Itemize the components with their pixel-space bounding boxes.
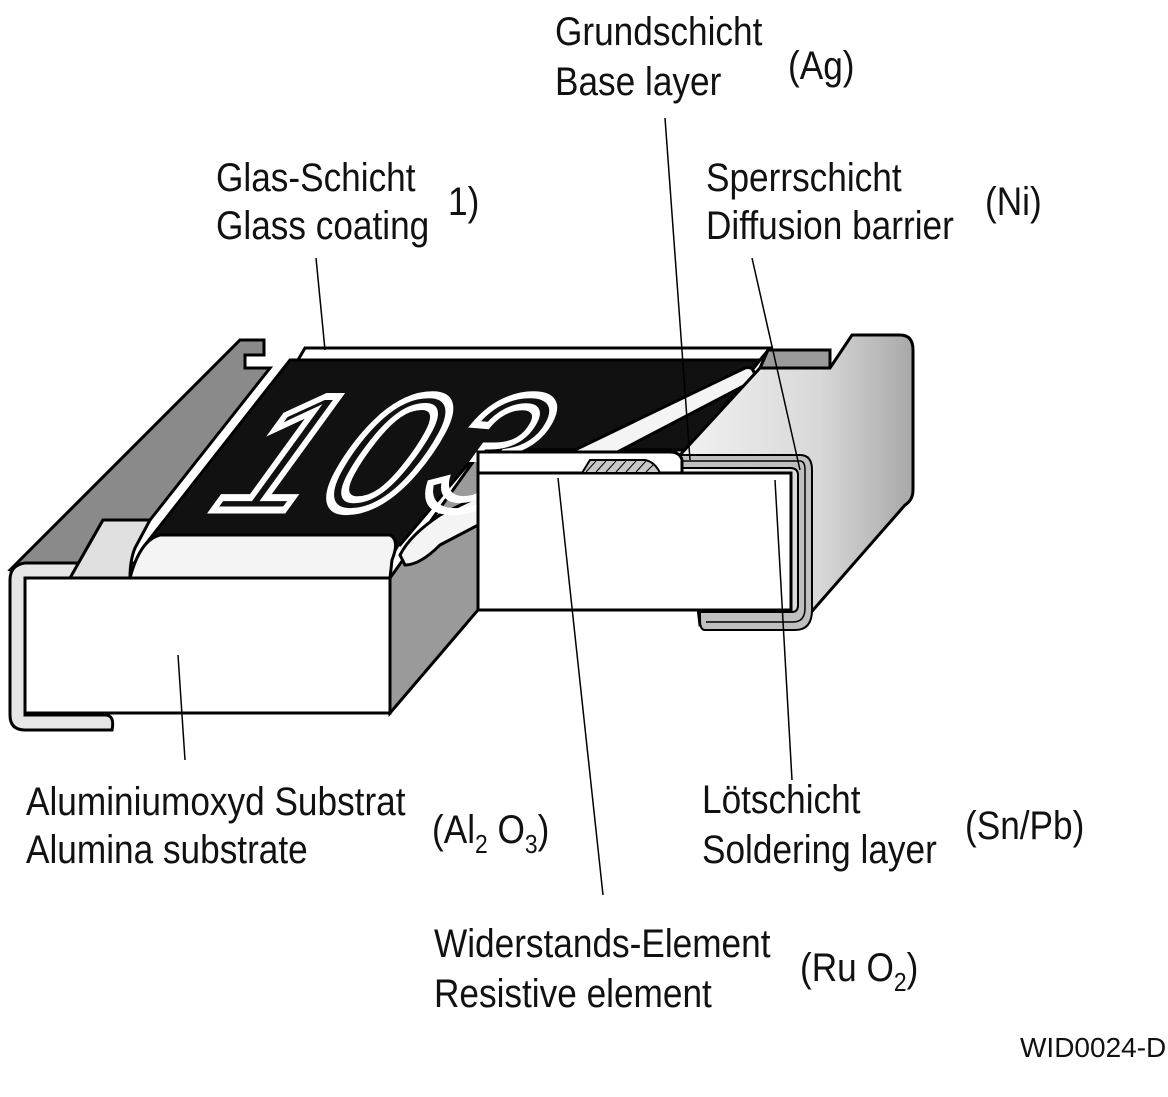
- leader-soldering-layer: [774, 479, 793, 781]
- figure-code: WID0024-D: [1020, 1032, 1167, 1063]
- base-layer-label-de: Grundschicht: [555, 10, 763, 54]
- diffusion-barrier-material: (Ni): [985, 180, 1042, 224]
- leader-glass-coating: [315, 257, 326, 351]
- leader-resistive-element: [557, 477, 604, 896]
- diffusion-barrier-label-en: Diffusion barrier: [706, 204, 954, 248]
- soldering-layer-material: (Sn/Pb): [965, 804, 1085, 848]
- resistive-element-label-en: Resistive element: [434, 972, 712, 1016]
- glass-coating-label-en: Glass coating: [216, 204, 430, 248]
- base-layer-label-en: Base layer: [555, 60, 722, 104]
- glass-coating-label-de: Glas-Schicht: [216, 156, 416, 200]
- cutaway-section: [476, 450, 793, 612]
- leader-substrate: [177, 654, 186, 761]
- diffusion-barrier-label-de: Sperrschicht: [706, 156, 902, 200]
- left-terminal: [7, 338, 392, 732]
- glass-coating-note: 1): [448, 180, 480, 224]
- resistive-element-material: (Ru O2): [800, 946, 919, 997]
- leader-diffusion-barrier: [751, 257, 801, 471]
- soldering-layer-label-de: Lötschicht: [702, 778, 861, 822]
- resistive-element-label-de: Widerstands-Element: [434, 922, 771, 966]
- substrate-label-de: Aluminiumoxyd Substrat: [26, 780, 406, 824]
- substrate-label-en: Alumina substrate: [26, 828, 308, 872]
- substrate-material: (Al2 O3): [432, 808, 550, 859]
- leader-lines: [177, 117, 801, 896]
- soldering-layer-label-en: Soldering layer: [702, 828, 937, 872]
- leader-base-layer: [664, 117, 691, 461]
- base-layer-material: (Ag): [788, 44, 855, 88]
